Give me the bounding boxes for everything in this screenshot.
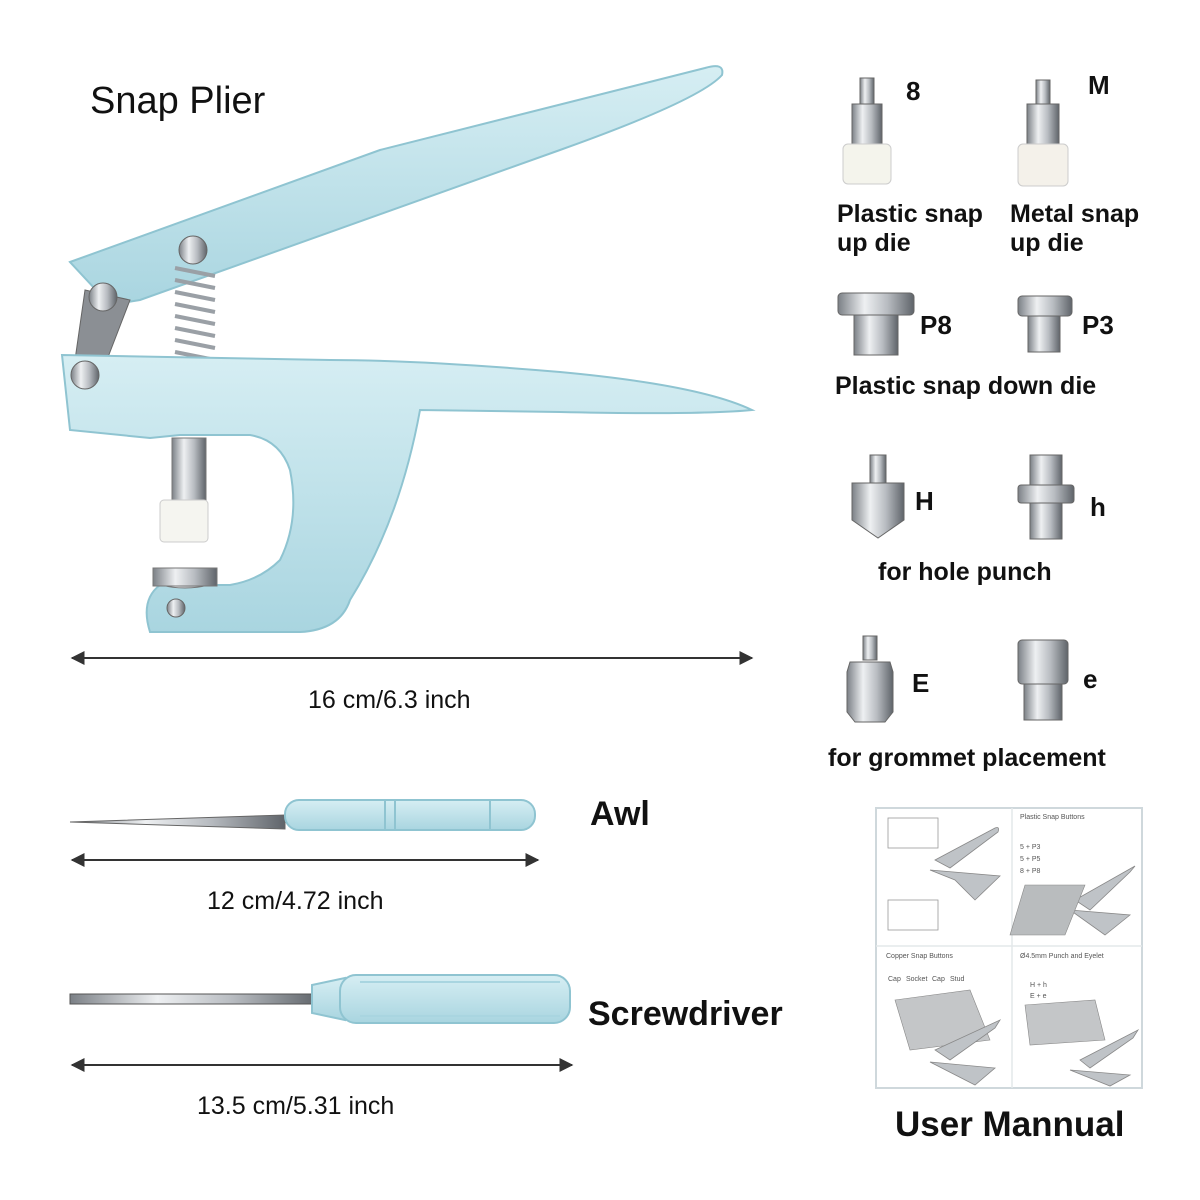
- p8-down-die-image: [837, 292, 915, 356]
- metal-up-die-label-line1: Metal snap: [1010, 200, 1140, 228]
- die-code-8: 8: [906, 76, 921, 106]
- screwdriver-image: [69, 974, 571, 1024]
- e-small-grommet-die-image: [1017, 639, 1069, 721]
- die-code-H: H: [915, 486, 934, 516]
- plastic-up-die-label-line1: Plastic snap: [837, 200, 983, 228]
- plastic-up-die-label-line2: up die: [837, 229, 911, 257]
- snap-plier-image: [60, 65, 756, 633]
- manual-plastic-title: Plastic Snap Buttons: [1020, 814, 1085, 821]
- p3-down-die-image: [1017, 295, 1073, 353]
- manual-punch-row-2: E + e: [1030, 993, 1047, 1000]
- die-code-M: M: [1088, 70, 1110, 100]
- screwdriver-dimension-label: 13.5 cm/5.31 inch: [197, 1092, 395, 1120]
- plier-dimension-label: 16 cm/6.3 inch: [308, 686, 471, 714]
- manual-copper-title: Copper Snap Buttons: [886, 953, 953, 960]
- awl-label: Awl: [590, 795, 650, 833]
- manual-copper-part-2: Socket: [906, 976, 928, 983]
- snap-plier-title: Snap Plier: [90, 80, 266, 122]
- manual-plastic-row-1: 5 + P3: [1020, 844, 1041, 851]
- down-die-caption: Plastic snap down die: [835, 372, 1097, 400]
- screwdriver-label: Screwdriver: [588, 995, 783, 1033]
- awl-image: [69, 799, 536, 831]
- metal-up-die-label-line2: up die: [1010, 229, 1084, 257]
- hole-punch-caption: for hole punch: [878, 558, 1052, 586]
- metal-up-die-image: [1017, 79, 1069, 187]
- manual-plastic-row-3: 8 + P8: [1020, 868, 1041, 875]
- h-small-punch-die-image: [1017, 454, 1075, 540]
- manual-plastic-row-2: 5 + P5: [1020, 856, 1041, 863]
- e-grommet-die-image: [846, 635, 894, 723]
- die-code-e: e: [1083, 664, 1098, 694]
- die-code-h: h: [1090, 492, 1106, 522]
- die-code-P8: P8: [920, 310, 952, 340]
- manual-copper-part-1: Cap: [888, 976, 901, 983]
- user-manual-label: User Mannual: [895, 1105, 1125, 1144]
- manual-punch-title: Ø4.5mm Punch and Eyelet: [1020, 953, 1104, 960]
- die-code-P3: P3: [1082, 310, 1114, 340]
- manual-punch-row-1: H + h: [1030, 982, 1047, 989]
- die-code-E: E: [912, 668, 930, 698]
- manual-copper-part-3: Cap: [932, 976, 945, 983]
- plastic-up-die-image: [842, 77, 892, 185]
- grommet-caption: for grommet placement: [828, 744, 1106, 772]
- user-manual-image: [875, 807, 1143, 1089]
- awl-dimension-label: 12 cm/4.72 inch: [207, 887, 384, 915]
- h-punch-die-image: [851, 454, 905, 539]
- manual-copper-part-4: Stud: [950, 976, 965, 983]
